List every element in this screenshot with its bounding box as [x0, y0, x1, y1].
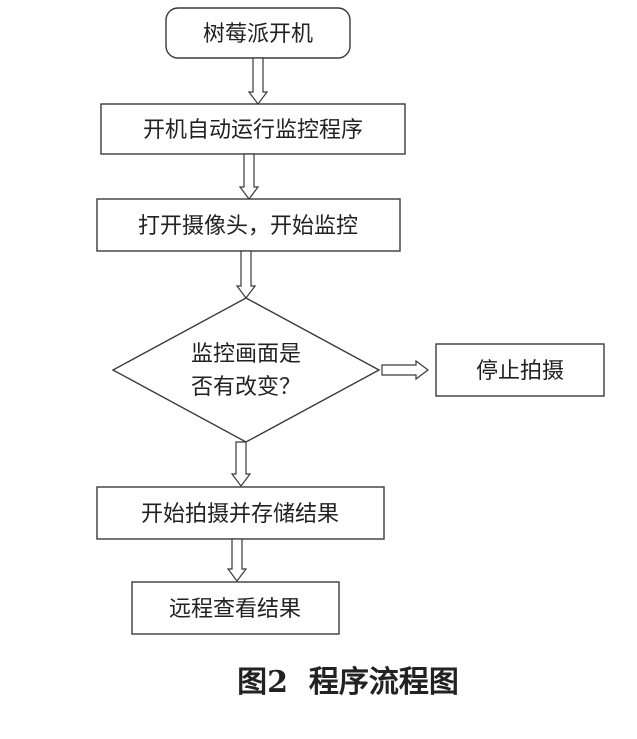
- remote-node-label: 远程查看结果: [169, 597, 301, 622]
- figure-caption: 图2 程序流程图: [237, 665, 459, 700]
- arrow-start-to-autorun: [247, 57, 269, 105]
- stop-node-label: 停止拍摄: [476, 359, 564, 384]
- autorun-node-label: 开机自动运行监控程序: [143, 118, 363, 143]
- capture-node-label: 开始拍摄并存储结果: [141, 502, 339, 527]
- remote-node: 远程查看结果: [131, 581, 340, 635]
- autorun-node: 开机自动运行监控程序: [100, 103, 406, 155]
- arrow-capture-to-remote: [226, 538, 248, 582]
- arrow-decision-to-stop: [381, 359, 429, 381]
- camera-node-label: 打开摄像头，开始监控: [138, 214, 358, 239]
- arrow-autorun-to-camera: [238, 153, 260, 200]
- arrow-camera-to-decision: [235, 250, 257, 299]
- capture-node: 开始拍摄并存储结果: [96, 486, 385, 540]
- start-node: 树莓派开机: [165, 7, 351, 59]
- camera-node: 打开摄像头，开始监控: [96, 198, 401, 252]
- decision-node-label-line1: 监控画面是: [191, 342, 301, 367]
- start-node-label: 树莓派开机: [203, 22, 313, 47]
- decision-node: 监控画面是 否有改变？: [111, 297, 381, 443]
- arrow-decision-to-capture: [230, 441, 252, 487]
- stop-node: 停止拍摄: [435, 343, 605, 397]
- decision-node-label-line2: 否有改变？: [191, 375, 301, 400]
